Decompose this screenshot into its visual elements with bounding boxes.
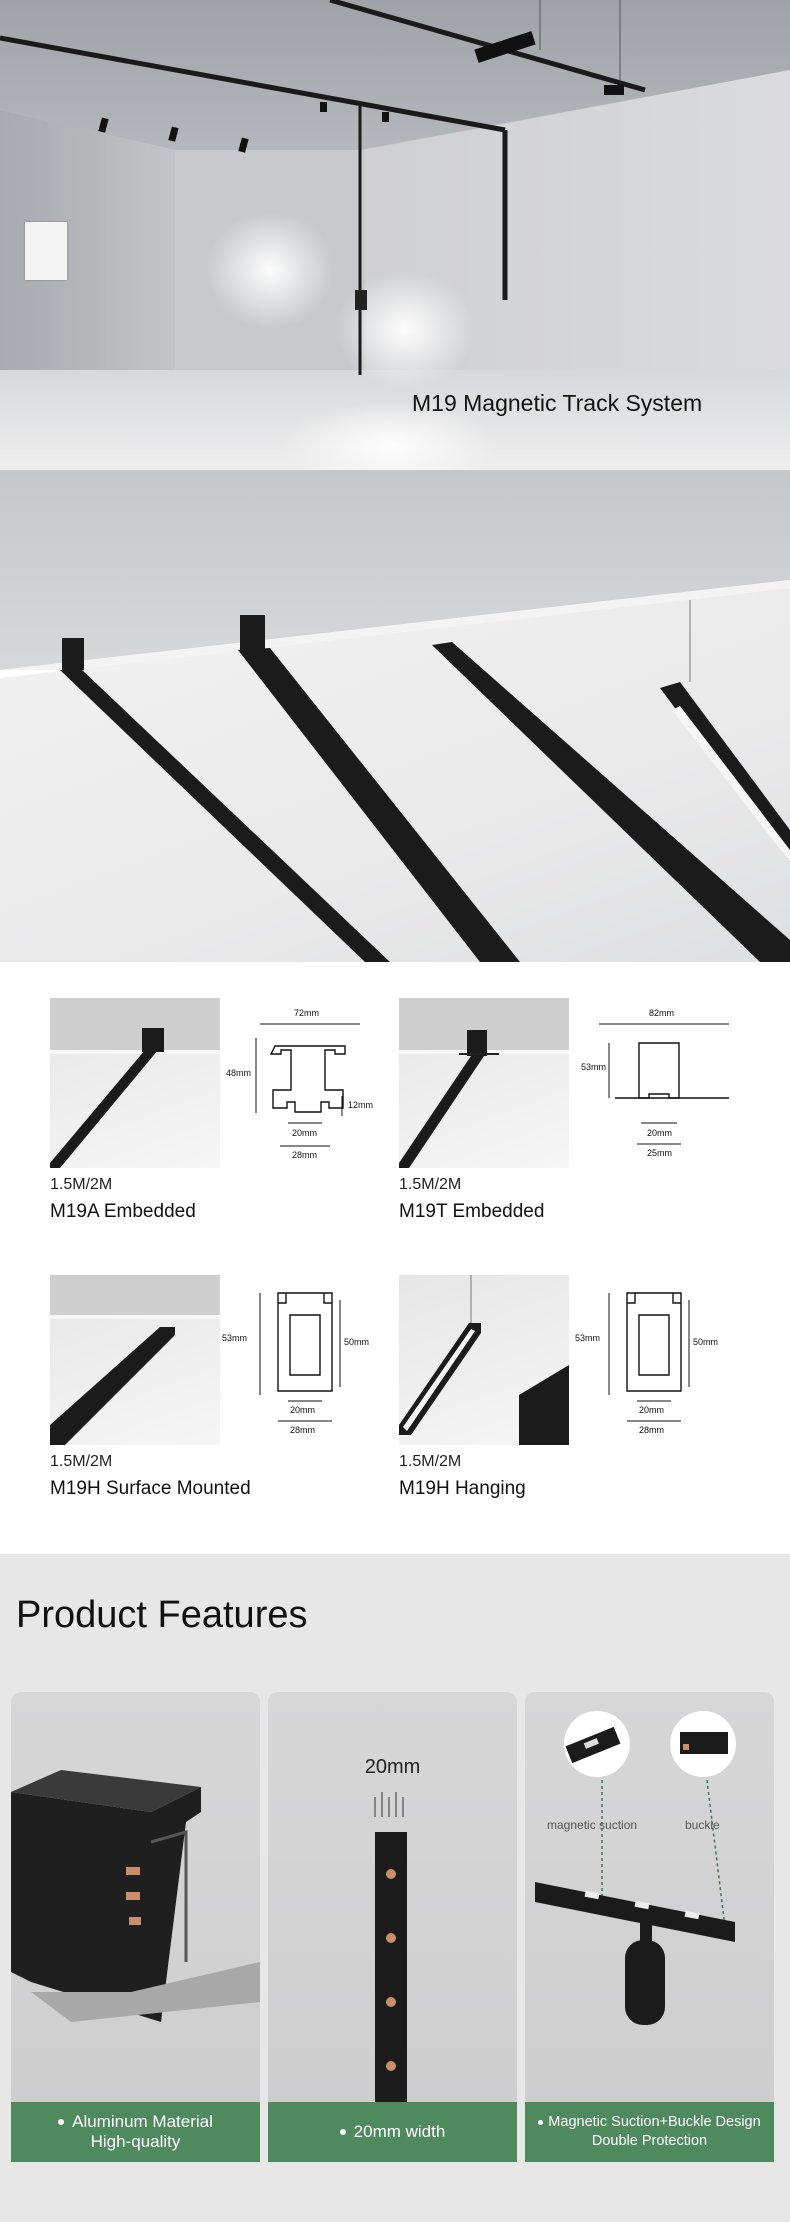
variant-dimension-diagram: 53mm 50mm 20mm 28mm bbox=[222, 1275, 400, 1445]
feature-caption: Aluminum Material High-quality bbox=[11, 2102, 260, 2162]
variant-length: 1.5M/2M bbox=[399, 1176, 462, 1193]
svg-text:20mm: 20mm bbox=[292, 1128, 317, 1138]
hero-wall-frame bbox=[25, 222, 67, 280]
variant-card: 82mm 53mm 20mm 25mm 1.5M/2M M19T Embedde… bbox=[399, 998, 749, 1238]
features-section: Product Features Aluminum Material High-… bbox=[0, 1554, 790, 2222]
feature-card-aluminum: Aluminum Material High-quality bbox=[11, 1692, 260, 2162]
variant-dimension-diagram: 82mm 53mm 20mm 25mm bbox=[579, 998, 749, 1168]
bullet-icon bbox=[58, 2119, 65, 2125]
svg-text:25mm: 25mm bbox=[647, 1148, 672, 1158]
variant-photo bbox=[50, 998, 220, 1168]
variants-section: 72mm 48mm 12mm 20mm 28mm 1.5M/2M M19A Em… bbox=[0, 962, 790, 1554]
svg-text:28mm: 28mm bbox=[290, 1425, 315, 1435]
svg-text:28mm: 28mm bbox=[639, 1425, 664, 1435]
variant-length: 1.5M/2M bbox=[50, 1176, 113, 1193]
variant-name: M19A Embedded bbox=[50, 1201, 196, 1222]
hero-track-lines bbox=[0, 0, 646, 375]
svg-text:50mm: 50mm bbox=[344, 1337, 369, 1347]
variant-name: M19T Embedded bbox=[399, 1201, 545, 1222]
tracks-photo bbox=[0, 470, 790, 962]
tracks-lines bbox=[60, 600, 790, 962]
svg-text:12mm: 12mm bbox=[348, 1100, 373, 1110]
variant-name: M19H Surface Mounted bbox=[50, 1478, 251, 1499]
aluminum-profile-image bbox=[11, 1770, 260, 2022]
svg-text:82mm: 82mm bbox=[649, 1008, 674, 1018]
variant-length: 1.5M/2M bbox=[399, 1453, 462, 1470]
svg-text:20mm: 20mm bbox=[639, 1405, 664, 1415]
svg-text:20mm: 20mm bbox=[647, 1128, 672, 1138]
hero-title: M19 Magnetic Track System bbox=[412, 390, 703, 416]
variant-photo bbox=[50, 1275, 220, 1445]
variant-photo bbox=[399, 998, 569, 1168]
features-title: Product Features bbox=[16, 1594, 308, 1636]
feature-caption: 20mm width bbox=[268, 2102, 517, 2162]
feature-card-magnetic: magnetic suction buckle Magnetic Suction… bbox=[525, 1692, 774, 2162]
variant-photo bbox=[399, 1275, 569, 1445]
magnetic-spotlight-image bbox=[535, 1711, 736, 2025]
svg-text:53mm: 53mm bbox=[581, 1062, 606, 1072]
svg-text:28mm: 28mm bbox=[292, 1150, 317, 1160]
svg-text:50mm: 50mm bbox=[693, 1337, 718, 1347]
variant-card: 53mm 50mm 20mm 28mm 1.5M/2M M19H Surface… bbox=[50, 1275, 400, 1515]
bullet-icon bbox=[538, 2120, 544, 2125]
svg-text:48mm: 48mm bbox=[226, 1068, 251, 1078]
feature-caption: Magnetic Suction+Buckle Design Double Pr… bbox=[525, 2102, 774, 2162]
bullet-icon bbox=[339, 2129, 346, 2135]
hero-light-glow bbox=[205, 210, 335, 330]
magnetic-suction-label: magnetic suction bbox=[547, 1818, 638, 1832]
variant-name: M19H Hanging bbox=[399, 1478, 526, 1499]
hero-banner: M19 Magnetic Track System bbox=[0, 0, 790, 490]
feature-card-width: 20mm 20mm width bbox=[268, 1692, 517, 2162]
variant-dimension-diagram: 53mm 50mm 20mm 28mm bbox=[575, 1275, 749, 1445]
width-track-image bbox=[374, 1792, 407, 2102]
svg-text:20mm: 20mm bbox=[290, 1405, 315, 1415]
svg-text:72mm: 72mm bbox=[294, 1008, 319, 1018]
svg-text:53mm: 53mm bbox=[222, 1333, 247, 1343]
variant-card: 72mm 48mm 12mm 20mm 28mm 1.5M/2M M19A Em… bbox=[50, 998, 400, 1238]
variant-card: 53mm 50mm 20mm 28mm 1.5M/2M M19H Hanging bbox=[399, 1275, 749, 1515]
width-label: 20mm bbox=[364, 1756, 421, 1778]
variant-length: 1.5M/2M bbox=[50, 1453, 113, 1470]
svg-text:53mm: 53mm bbox=[575, 1333, 600, 1343]
buckle-label: buckle bbox=[685, 1818, 720, 1832]
variant-dimension-diagram: 72mm 48mm 12mm 20mm 28mm bbox=[226, 998, 400, 1168]
